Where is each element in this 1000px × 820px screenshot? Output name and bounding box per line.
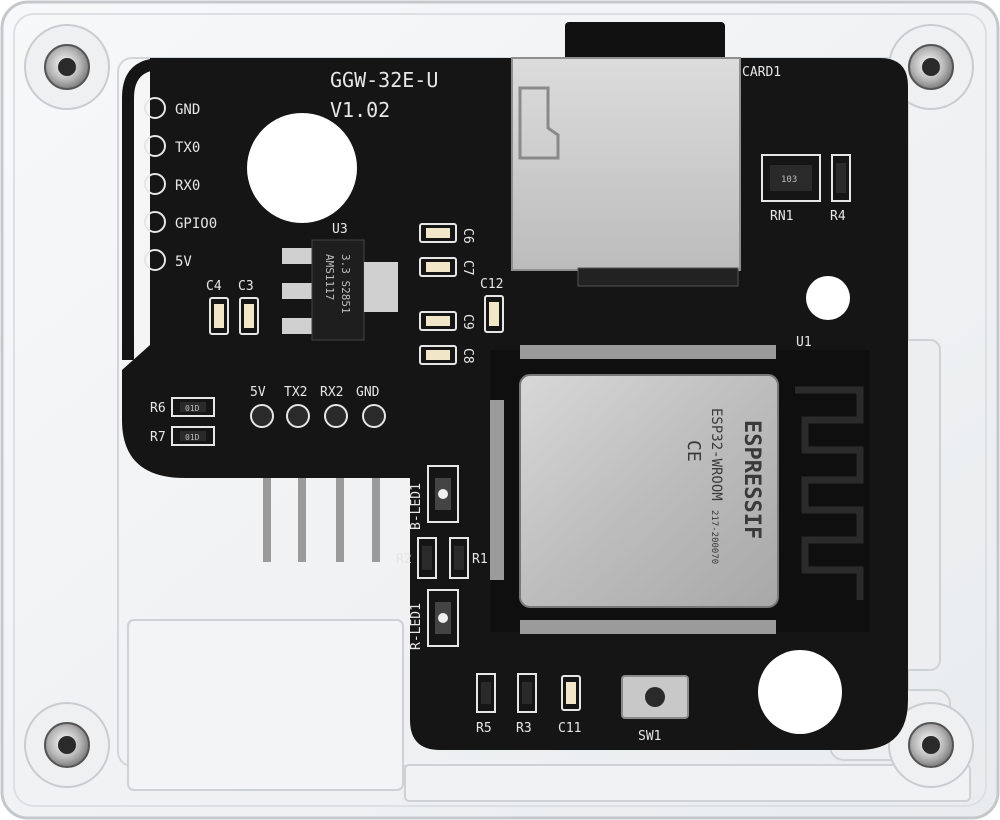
res-label: R3 bbox=[516, 721, 532, 736]
regulator-chip-text: 3.3 S2851 bbox=[339, 254, 352, 314]
res-label: R4 bbox=[830, 209, 846, 224]
res-label: R1 bbox=[472, 552, 488, 567]
part-mark: 01D bbox=[185, 404, 200, 413]
status-leds: B-LED1 R-LED1 bbox=[409, 465, 459, 650]
res-label: R6 bbox=[150, 401, 166, 416]
board-model: GGW-32E-U bbox=[330, 68, 438, 92]
module-brand: ESPRESSIF bbox=[739, 420, 764, 539]
resistors: 103 RN1 R4 01D R6 01D R7 R2 R1 R5 R3 bbox=[150, 154, 851, 736]
res-label: R5 bbox=[476, 721, 492, 736]
voltage-regulator: U3 AMS1117 3.3 S2851 bbox=[282, 222, 398, 341]
module-cert: 217-200070 bbox=[709, 510, 719, 564]
screw-bottom-right-icon bbox=[888, 702, 974, 788]
corner-screws bbox=[24, 24, 974, 788]
module-ce: CE bbox=[683, 440, 704, 462]
button-label: SW1 bbox=[638, 729, 661, 744]
capacitors: C4 C3 C6 C7 C9 C8 C12 C11 bbox=[206, 223, 581, 736]
pin-label: GND bbox=[175, 102, 200, 118]
regulator-label: U3 bbox=[332, 222, 348, 237]
led-label: R-LED1 bbox=[409, 603, 424, 650]
cap-label: C7 bbox=[460, 260, 475, 276]
pin-label: GND bbox=[356, 385, 380, 400]
part-mark: 01D bbox=[185, 433, 200, 442]
pin-label: TX0 bbox=[175, 140, 200, 156]
cap-label: C9 bbox=[460, 314, 475, 330]
module-label: U1 bbox=[796, 335, 812, 350]
rn-label: RN1 bbox=[770, 209, 793, 224]
header-pins bbox=[263, 470, 380, 562]
mount-hole bbox=[247, 113, 357, 223]
screw-top-right-icon bbox=[888, 24, 974, 110]
pin-label: 5V bbox=[175, 254, 192, 270]
left-header: GND TX0 RX0 GPIO0 5V bbox=[144, 97, 217, 271]
pin-label: RX2 bbox=[320, 385, 343, 400]
cap-label: C11 bbox=[558, 721, 581, 736]
mount-hole bbox=[806, 276, 850, 320]
res-label: R7 bbox=[150, 430, 166, 445]
pin-label: 5V bbox=[250, 385, 266, 400]
esp32-module: U1 ESPRESSIF ESP32-WROOM CE 217-200070 bbox=[490, 335, 870, 634]
part-mark: 103 bbox=[781, 175, 797, 185]
regulator-chip-text: AMS1117 bbox=[323, 254, 336, 300]
module-model: ESP32-WROOM bbox=[708, 408, 724, 501]
reset-button: SW1 bbox=[621, 675, 689, 744]
mount-hole bbox=[758, 650, 842, 734]
screw-top-left-icon bbox=[24, 24, 110, 110]
cap-label: C3 bbox=[238, 279, 254, 294]
res-label: R2 bbox=[396, 552, 412, 567]
pin-label: RX0 bbox=[175, 178, 200, 194]
cap-label: C12 bbox=[480, 277, 503, 292]
screw-bottom-left-icon bbox=[24, 702, 110, 788]
pin-label: TX2 bbox=[284, 385, 307, 400]
cap-label: C8 bbox=[460, 348, 475, 364]
board-version: V1.02 bbox=[330, 98, 390, 122]
card-slot-label: CARD1 bbox=[742, 65, 781, 80]
cap-label: C4 bbox=[206, 279, 222, 294]
pin-label: GPIO0 bbox=[175, 216, 217, 232]
bottom-header: 5V TX2 RX2 GND bbox=[250, 385, 386, 428]
sd-card-slot: CARD1 bbox=[511, 22, 781, 287]
cap-label: C6 bbox=[460, 228, 475, 244]
led-label: B-LED1 bbox=[409, 483, 424, 530]
